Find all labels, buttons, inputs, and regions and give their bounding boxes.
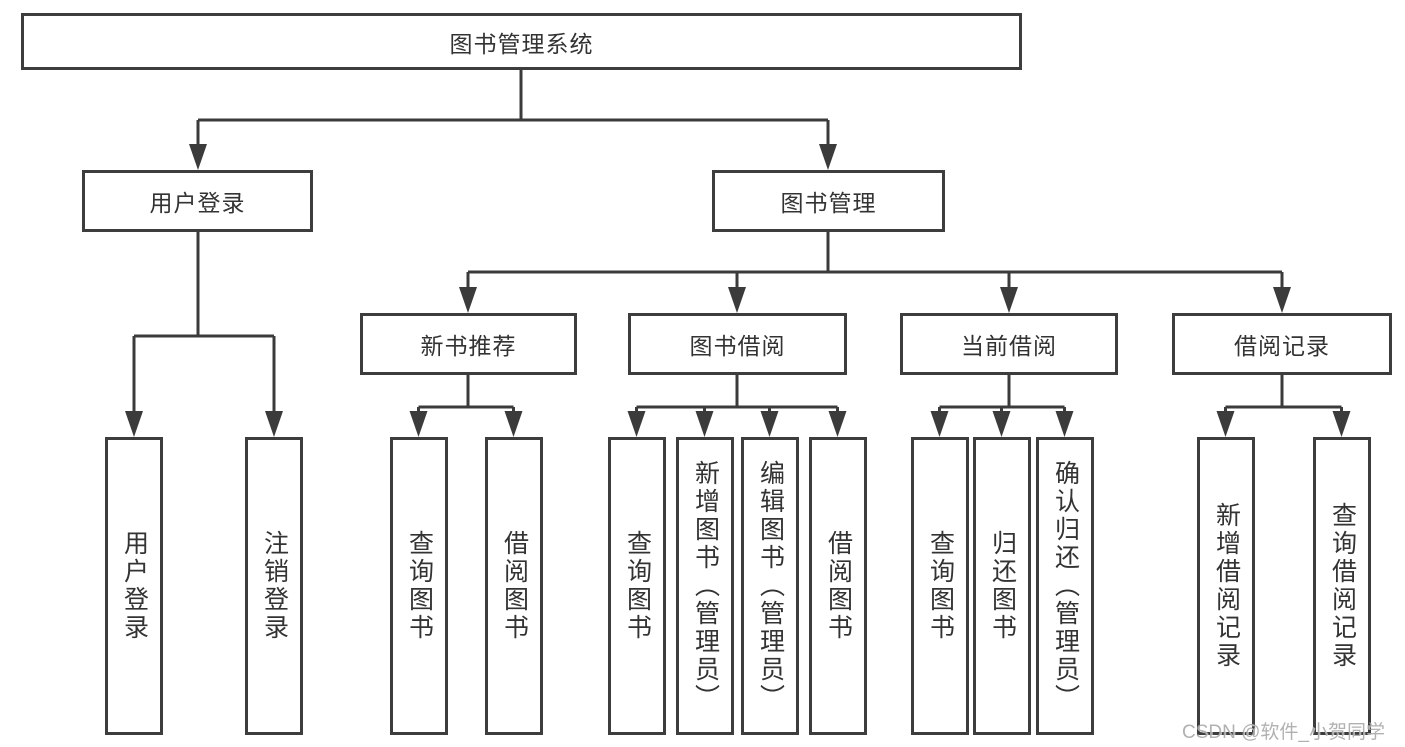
leaf-query-books-recommend: 查询图书 <box>390 437 448 735</box>
leaf-label: 新增借阅记录 <box>1212 502 1241 670</box>
leaf-query-borrow-record: 查询借阅记录 <box>1313 437 1371 735</box>
leaf-label: 查询图书 <box>623 530 652 642</box>
arrow-down-icon <box>459 287 477 313</box>
node-label: 用户登录 <box>149 190 246 216</box>
leaf-borrow-books-recommend: 借阅图书 <box>485 437 543 735</box>
arrow-down-icon <box>1273 287 1291 313</box>
leaf-label: 查询图书 <box>926 530 955 642</box>
node-label: 图书管理 <box>780 190 877 216</box>
arrow-down-icon <box>627 411 646 437</box>
node-label: 图书管理系统 <box>449 30 594 57</box>
node-label: 图书借阅 <box>689 333 786 359</box>
leaf-label: 归还图书 <box>988 530 1017 642</box>
node-current-borrow: 当前借阅 <box>900 313 1118 375</box>
arrow-down-icon <box>1216 411 1235 437</box>
node-label: 借阅记录 <box>1234 333 1330 359</box>
arrow-down-icon <box>930 411 949 437</box>
leaf-label: 新增图书（管理员） <box>691 460 720 712</box>
arrow-down-icon <box>1055 411 1074 437</box>
node-label: 当前借阅 <box>961 333 1057 359</box>
arrow-down-icon <box>695 411 714 437</box>
arrow-down-icon <box>125 411 143 437</box>
node-borrow-records: 借阅记录 <box>1172 313 1392 375</box>
leaf-confirm-return-admin: 确认归还（管理员） <box>1036 437 1094 735</box>
connector-current-borrow-to-children <box>930 375 1074 437</box>
leaf-label: 注销登录 <box>260 530 289 642</box>
node-book-management: 图书管理 <box>712 170 945 232</box>
connector-user-login-to-children <box>125 232 283 437</box>
leaf-logout: 注销登录 <box>245 437 303 735</box>
leaf-query-books-borrow: 查询图书 <box>608 437 666 735</box>
leaf-label: 用户登录 <box>120 530 149 642</box>
node-new-book-recommend: 新书推荐 <box>360 313 577 375</box>
node-library-management-system: 图书管理系统 <box>21 13 1022 70</box>
connector-book-borrow-to-children <box>627 375 847 437</box>
node-user-login: 用户登录 <box>82 170 313 232</box>
leaf-edit-books-admin: 编辑图书（管理员） <box>741 437 799 735</box>
leaf-label: 借阅图书 <box>500 530 529 642</box>
leaf-user-login: 用户登录 <box>105 437 163 735</box>
node-label: 新书推荐 <box>420 333 517 359</box>
leaf-label: 查询图书 <box>405 530 434 642</box>
leaf-label: 编辑图书（管理员） <box>756 460 785 712</box>
connector-borrow-records-to-children <box>1216 375 1351 437</box>
leaf-query-books-current: 查询图书 <box>911 437 969 735</box>
arrow-down-icon <box>189 144 207 170</box>
arrow-down-icon <box>1332 411 1351 437</box>
leaf-borrow-books: 借阅图书 <box>809 437 867 735</box>
arrow-down-icon <box>1000 287 1018 313</box>
connector-book-management-to-level3 <box>459 232 1291 313</box>
arrow-down-icon <box>760 411 779 437</box>
arrow-down-icon <box>828 411 847 437</box>
csdn-watermark: CSDN @软件_小贺同学 <box>1182 722 1385 743</box>
node-book-borrow: 图书借阅 <box>628 313 847 375</box>
leaf-label: 确认归还（管理员） <box>1051 460 1080 712</box>
leaf-label: 查询借阅记录 <box>1328 502 1357 670</box>
arrow-down-icon <box>992 411 1011 437</box>
arrow-down-icon <box>409 411 428 437</box>
leaf-return-books: 归还图书 <box>973 437 1031 735</box>
leaf-add-books-admin: 新增图书（管理员） <box>676 437 734 735</box>
arrow-down-icon <box>504 411 523 437</box>
arrow-down-icon <box>728 287 746 313</box>
connector-root-to-level2 <box>189 70 837 170</box>
leaf-label: 借阅图书 <box>824 530 853 642</box>
arrow-down-icon <box>819 144 837 170</box>
leaf-add-borrow-record: 新增借阅记录 <box>1197 437 1255 735</box>
connector-new-book-recommend-to-children <box>409 375 523 437</box>
arrow-down-icon <box>265 411 283 437</box>
